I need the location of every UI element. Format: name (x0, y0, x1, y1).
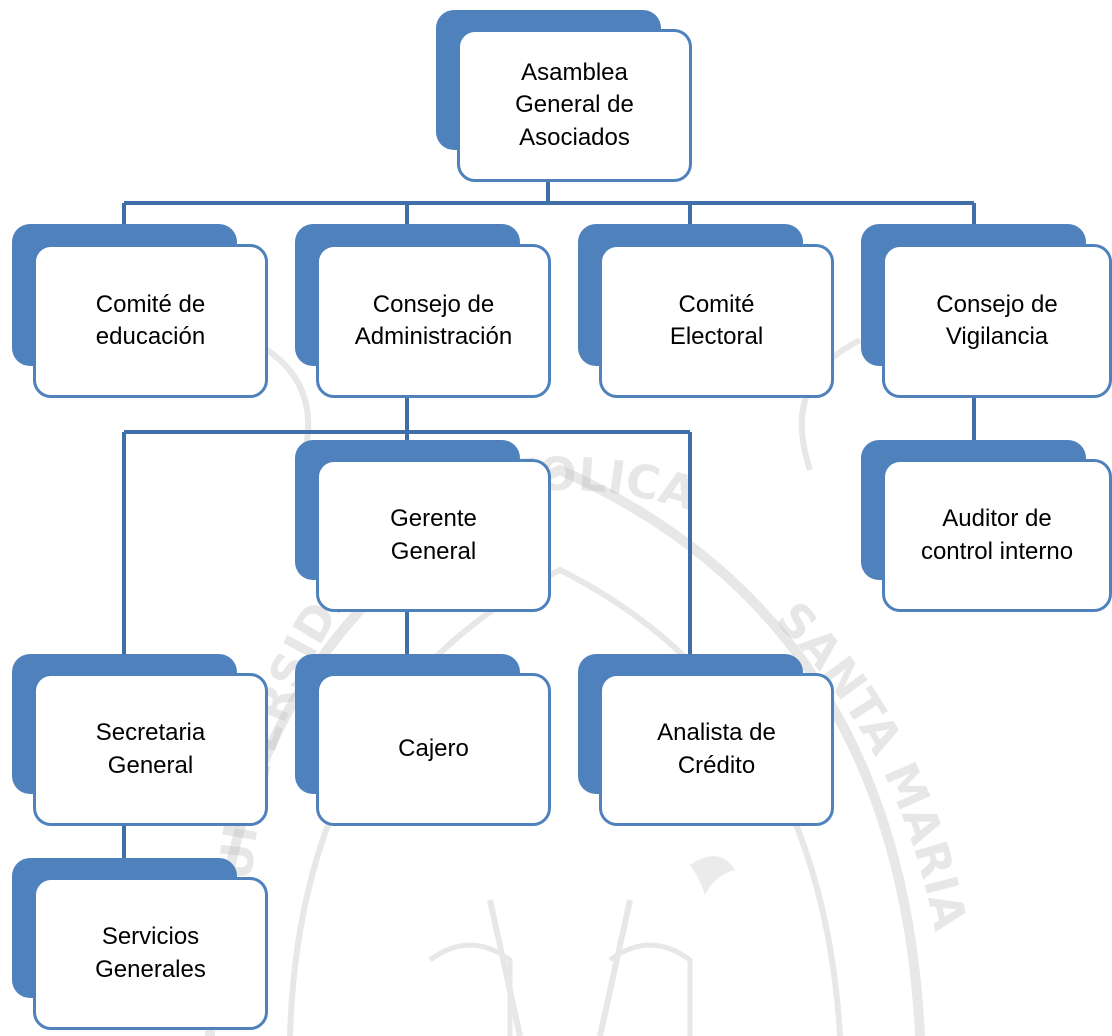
node-label: Servicios Generales (95, 923, 206, 983)
node-label: Comité de educación (95, 290, 206, 350)
node-asamblea-general: Asamblea General de Asociados (436, 10, 692, 182)
node-consejo-administracion: Consejo de Administración (295, 224, 551, 398)
node-box: Gerente General (316, 459, 551, 612)
node-comite-educacion: Comité de educación (12, 224, 268, 398)
node-comite-electoral: Comité Electoral (578, 224, 834, 398)
node-box: Secretaria General (33, 673, 268, 826)
node-box: Servicios Generales (33, 877, 268, 1030)
node-label: Gerente General (390, 505, 477, 565)
node-box: Asamblea General de Asociados (457, 29, 692, 182)
node-secretaria-general: Secretaria General (12, 654, 268, 826)
node-label: Asamblea General de Asociados (515, 59, 634, 151)
node-consejo-vigilancia: Consejo de Vigilancia (861, 224, 1112, 398)
node-box: Auditor de control interno (882, 459, 1112, 612)
node-box: Comité de educación (33, 244, 268, 398)
node-box: Cajero (316, 673, 551, 826)
node-box: Comité Electoral (599, 244, 834, 398)
node-analista-credito: Analista de Crédito (578, 654, 834, 826)
node-gerente-general: Gerente General (295, 440, 551, 612)
node-cajero: Cajero (295, 654, 551, 826)
node-box: Analista de Crédito (599, 673, 834, 826)
node-label: Comité Electoral (669, 290, 764, 350)
node-label: Consejo de Administración (354, 290, 513, 350)
node-label: Cajero (398, 735, 469, 763)
node-box: Consejo de Vigilancia (882, 244, 1112, 398)
node-box: Consejo de Administración (316, 244, 551, 398)
node-label: Consejo de Vigilancia (936, 290, 1058, 350)
node-servicios-generales: Servicios Generales (12, 858, 268, 1030)
node-label: Analista de Crédito (657, 719, 776, 779)
node-auditor-control-interno: Auditor de control interno (861, 440, 1112, 612)
node-label: Secretaria General (95, 719, 206, 779)
node-label: Auditor de control interno (920, 505, 1074, 565)
